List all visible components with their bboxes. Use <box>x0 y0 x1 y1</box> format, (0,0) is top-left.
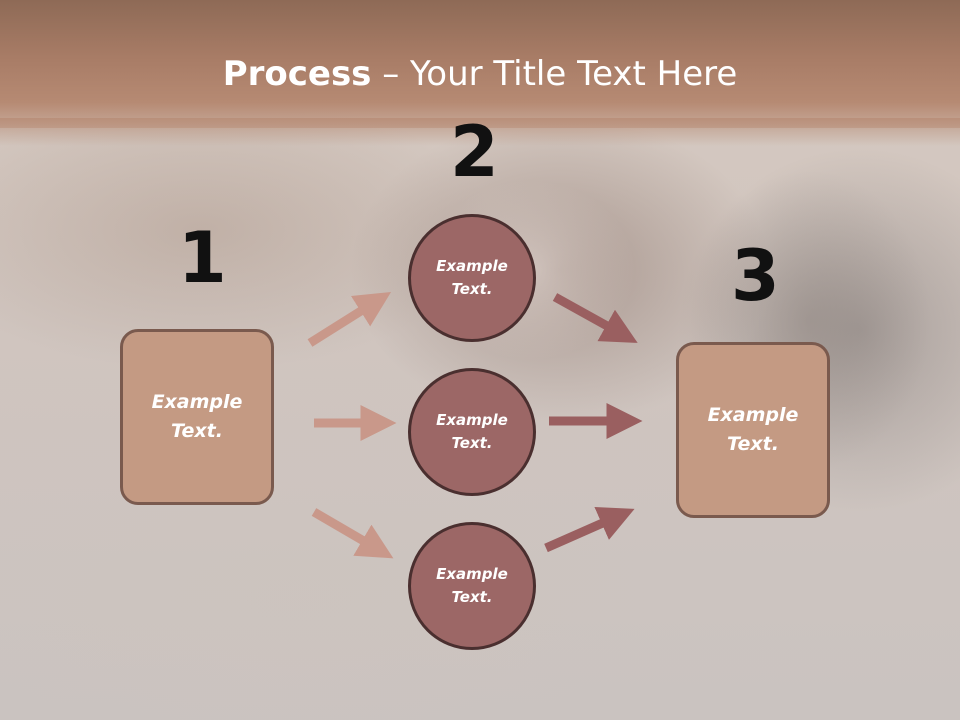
step3-box[interactable]: Example Text. <box>676 342 830 518</box>
circle-3-text: Example Text. <box>436 565 508 606</box>
slide-title-rest: – Your Title Text Here <box>371 54 738 94</box>
step1-box[interactable]: Example Text. <box>120 329 274 505</box>
step-number-2: 2 <box>450 111 499 193</box>
circle-1[interactable]: Example Text. <box>408 214 536 342</box>
circle-2-text: Example Text. <box>436 411 508 452</box>
step-number-3: 3 <box>731 235 780 317</box>
arrow-box1-to-circle1 <box>307 292 392 347</box>
arrow-circle3-to-box3 <box>544 506 635 553</box>
circle-1-text: Example Text. <box>436 257 508 298</box>
circle-3[interactable]: Example Text. <box>408 522 536 650</box>
step-number-1: 1 <box>178 217 227 299</box>
step3-box-text: Example Text. <box>707 404 799 455</box>
title-band <box>0 0 960 146</box>
step1-box-text: Example Text. <box>151 391 243 442</box>
circle-2[interactable]: Example Text. <box>408 368 536 496</box>
arrow-circle1-to-box3 <box>552 293 638 343</box>
arrow-box1-to-circle3 <box>311 508 394 559</box>
slide-title-bold: Process <box>222 54 372 94</box>
slide-title[interactable]: Process – Your Title Text Here <box>0 52 960 96</box>
